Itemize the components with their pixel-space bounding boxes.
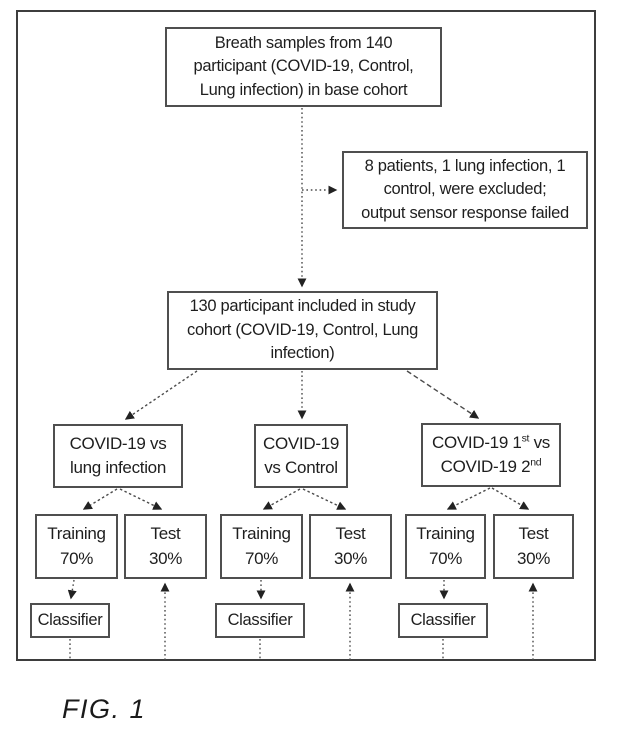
box-text-line: Training bbox=[47, 524, 106, 544]
box-text-part: COVID-19 1 bbox=[431, 432, 522, 452]
box-text-line: cohort (COVID-19, Control, Lung bbox=[187, 320, 418, 339]
box-text-line: participant (COVID-19, Control, bbox=[193, 57, 414, 76]
box-covid-vs-control: COVID-19 vs Control bbox=[254, 424, 348, 488]
box-test-30-group1: Test 30% bbox=[124, 514, 207, 579]
box-covid-vs-lung-infection: COVID-19 vs lung infection bbox=[53, 424, 183, 488]
box-text-line: Classifier bbox=[37, 611, 103, 630]
box-text-line: 70% bbox=[59, 548, 94, 568]
box-text-line: COVID-19 vs bbox=[69, 433, 167, 453]
figure-caption: FIG. 1 bbox=[62, 694, 147, 724]
box-text-line: 70% bbox=[244, 548, 279, 568]
box-text-line: Classifier bbox=[227, 611, 293, 630]
box-text-line: Training bbox=[416, 524, 475, 544]
box-classifier-group1: Classifier bbox=[30, 603, 110, 638]
box-training-70-group3: Training 70% bbox=[405, 514, 486, 579]
flowchart-outer-border bbox=[16, 10, 596, 661]
box-text-line: COVID-19 2nd bbox=[441, 455, 542, 479]
box-text-line: Lung infection) in base cohort bbox=[199, 80, 408, 99]
box-covid-1st-vs-2nd: COVID-19 1st vs COVID-19 2nd bbox=[421, 423, 561, 487]
box-text-line: Test bbox=[150, 524, 181, 544]
box-text-part: vs bbox=[529, 432, 551, 452]
box-text-line: output sensor response failed bbox=[361, 203, 569, 222]
box-text-line: infection) bbox=[270, 344, 335, 363]
box-text-line: Test bbox=[335, 524, 366, 544]
ordinal-superscript: nd bbox=[530, 456, 542, 469]
box-classifier-group3: Classifier bbox=[398, 603, 488, 638]
box-test-30-group3: Test 30% bbox=[493, 514, 574, 579]
box-text-line: 30% bbox=[333, 548, 368, 568]
box-text-line: 8 patients, 1 lung infection, 1 bbox=[364, 156, 566, 175]
box-excluded-patients: 8 patients, 1 lung infection, 1 control,… bbox=[342, 151, 588, 229]
box-study-cohort: 130 participant included in study cohort… bbox=[167, 291, 438, 370]
box-text-line: Test bbox=[518, 524, 549, 544]
box-base-cohort: Breath samples from 140 participant (COV… bbox=[165, 27, 442, 107]
box-test-30-group2: Test 30% bbox=[309, 514, 392, 579]
box-text-line: 30% bbox=[148, 548, 183, 568]
box-text-line: 30% bbox=[516, 548, 551, 568]
box-text-line: Training bbox=[232, 524, 291, 544]
box-text-line: Classifier bbox=[410, 611, 476, 630]
box-training-70-group2: Training 70% bbox=[220, 514, 303, 579]
box-classifier-group2: Classifier bbox=[215, 603, 305, 638]
box-text-part: COVID-19 2 bbox=[440, 457, 531, 476]
box-text-line: control, were excluded; bbox=[383, 180, 547, 199]
box-text-line: 70% bbox=[428, 548, 463, 568]
box-text-line: Breath samples from 140 bbox=[214, 33, 393, 52]
ordinal-superscript: st bbox=[521, 432, 530, 445]
box-text-line: lung infection bbox=[70, 458, 166, 477]
box-training-70-group1: Training 70% bbox=[35, 514, 118, 579]
box-text-line: COVID-19 1st vs bbox=[432, 431, 550, 455]
box-text-line: vs Control bbox=[264, 458, 338, 477]
box-text-line: 130 participant included in study bbox=[189, 297, 416, 316]
box-text-line: COVID-19 bbox=[262, 433, 339, 453]
